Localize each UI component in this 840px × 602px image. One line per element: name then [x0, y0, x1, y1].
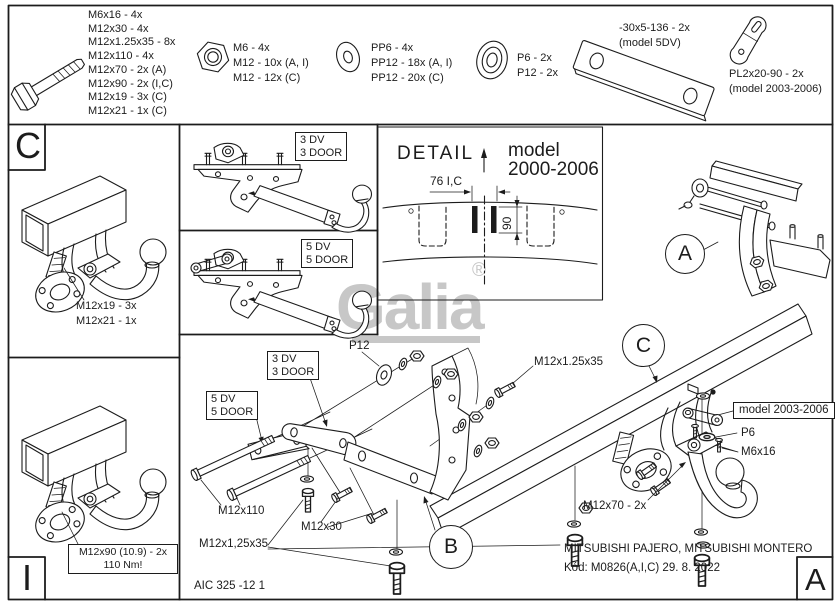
- panel-c-bolt-line: M12x19 - 3x: [76, 300, 137, 312]
- clip-size: PL2x20-90 - 2x: [729, 68, 804, 80]
- detail-model-line: model: [508, 140, 560, 161]
- m12x70-label: M12x70 - 2x: [583, 500, 647, 512]
- panel-5dv-line: 5 DV: [306, 241, 331, 253]
- p6-label: P6: [741, 427, 756, 439]
- flat-bar-label: -30x5-136 - 2x (model 5DV): [619, 21, 690, 51]
- detail-model-label: model 2000-2006: [508, 141, 599, 179]
- flat-bar-drawing: [572, 40, 715, 122]
- clip-chain: [682, 383, 724, 453]
- bolt-size: M12x70 - 2x (A): [88, 63, 167, 76]
- panel-3dv-line: 3 DOOR: [300, 146, 343, 159]
- height-dimension: 90: [500, 216, 514, 230]
- panel-3dv-box: 3 DV 3 DOOR: [295, 132, 348, 161]
- flat-washer-size: P6 - 2x: [517, 52, 552, 64]
- callout-c: C: [622, 324, 665, 367]
- hex-nut-drawing: [196, 41, 230, 73]
- flat-bar-size: -30x5-136 - 2x: [619, 22, 690, 34]
- mount-bracket-assembly: [678, 160, 831, 297]
- bolt-sizes-list: M6x16 - 4x M12x30 - 4x M12x1.25x35 - 8x …: [88, 9, 175, 119]
- bolt-size: M12x90 - 2x (I,C): [88, 77, 173, 90]
- side-bracket-parts: [247, 347, 479, 501]
- clip-bracket-drawing: [729, 16, 767, 65]
- clip-label: PL2x20-90 - 2x (model 2003-2006): [729, 67, 822, 97]
- flat-washer-drawing: [476, 40, 508, 80]
- spring-washer-size: PP12 - 20x (C): [371, 72, 444, 84]
- panel-c-bolt-label: M12x19 - 3x M12x21 - 1x: [76, 299, 137, 329]
- nut-size: M6 - 4x: [233, 42, 270, 54]
- panel-5dv-line: 5 DOOR: [306, 253, 349, 266]
- panel-c-towball-drawing: [21, 175, 167, 320]
- bolt-size: M12x21 - 1x (C): [88, 104, 167, 117]
- exploded-3dv-line: 3 DV: [272, 353, 297, 365]
- sheet-letter-a: A: [805, 562, 826, 597]
- galia-watermark-underline: [352, 336, 480, 343]
- spring-washer-drawing: [336, 41, 360, 73]
- detail-model-line: 2000-2006: [508, 159, 599, 180]
- exploded-5dv-line: 5 DOOR: [211, 405, 254, 418]
- nut-size: M12 - 10x (A, I): [233, 57, 309, 69]
- bolt-size: M12x110 - 4x: [88, 50, 154, 63]
- flat-washer-list: P6 - 2x P12 - 2x: [517, 51, 558, 81]
- model-2003-2006-box: model 2003-2006: [733, 402, 835, 419]
- panel-5dv-box: 5 DV 5 DOOR: [301, 239, 354, 268]
- bolt-size: M12x1.25x35 - 8x: [88, 36, 176, 49]
- spring-washer-size: PP12 - 18x (A, I): [371, 57, 453, 69]
- clip-model: (model 2003-2006): [729, 83, 822, 95]
- torque-bolt: M12x90 (10.9) - 2x: [78, 546, 168, 558]
- panel-c-bolt-line: M12x21 - 1x: [76, 315, 137, 327]
- bolt-size: M12x19 - 3x (C): [88, 91, 167, 104]
- m6x16-label: M6x16: [741, 446, 776, 458]
- doc-number: AIC 325 -12 1: [194, 580, 265, 592]
- detail-section-drawing: [382, 148, 598, 287]
- bolt-size: M6x16 - 4x: [88, 9, 143, 21]
- m12x30-label: M12x30: [301, 521, 342, 533]
- callout-b: B: [429, 525, 473, 569]
- hex-bolt-drawing: [10, 58, 85, 111]
- flat-washer-size: P12 - 2x: [517, 67, 558, 79]
- exploded-5dv-box: 5 DV 5 DOOR: [206, 391, 259, 420]
- nut-sizes-list: M6 - 4x M12 - 10x (A, I) M12 - 12x (C): [233, 41, 309, 86]
- exploded-view-drawing: [189, 160, 831, 595]
- m12x125x35-left-label: M12x1,25x35: [199, 538, 269, 550]
- torque-note-box: M12x90 (10.9) - 2x 110 Nm!: [68, 544, 178, 574]
- spring-washer-list: PP6 - 4x PP12 - 18x (A, I) PP12 - 20x (C…: [371, 41, 452, 86]
- p12-label: P12: [349, 340, 370, 352]
- bolt-size: M12x30 - 4x: [88, 22, 149, 35]
- spring-washer-size: PP6 - 4x: [371, 42, 414, 54]
- callout-a: A: [665, 234, 705, 274]
- panel-3dv-line: 3 DV: [300, 134, 325, 146]
- nut-size: M12 - 12x (C): [233, 72, 301, 84]
- detail-title: DETAIL: [397, 143, 475, 164]
- m12x110-label: M12x110: [218, 505, 265, 517]
- exploded-3dv-line: 3 DOOR: [272, 365, 315, 378]
- panel-i-towball-drawing: [21, 405, 167, 550]
- vehicle-title: MITSUBISHI PAJERO, MITSUBISHI MONTERO: [564, 543, 813, 555]
- width-dimension: 76 I,C: [430, 174, 463, 188]
- panel-letter-i: I: [22, 557, 33, 598]
- registered-mark: ®: [472, 260, 486, 281]
- m12x125x35-right-label: M12x1.25x35: [534, 356, 604, 368]
- exploded-5dv-line: 5 DV: [211, 393, 236, 405]
- torque-value: 110 Nm!: [103, 559, 143, 571]
- panel-letter-c: C: [15, 125, 41, 166]
- product-code-date: Kód: M0826(A,I,C) 29. 8. 2022: [564, 562, 720, 574]
- exploded-3dv-box: 3 DV 3 DOOR: [267, 351, 320, 380]
- flat-bar-model: (model 5DV): [619, 37, 681, 49]
